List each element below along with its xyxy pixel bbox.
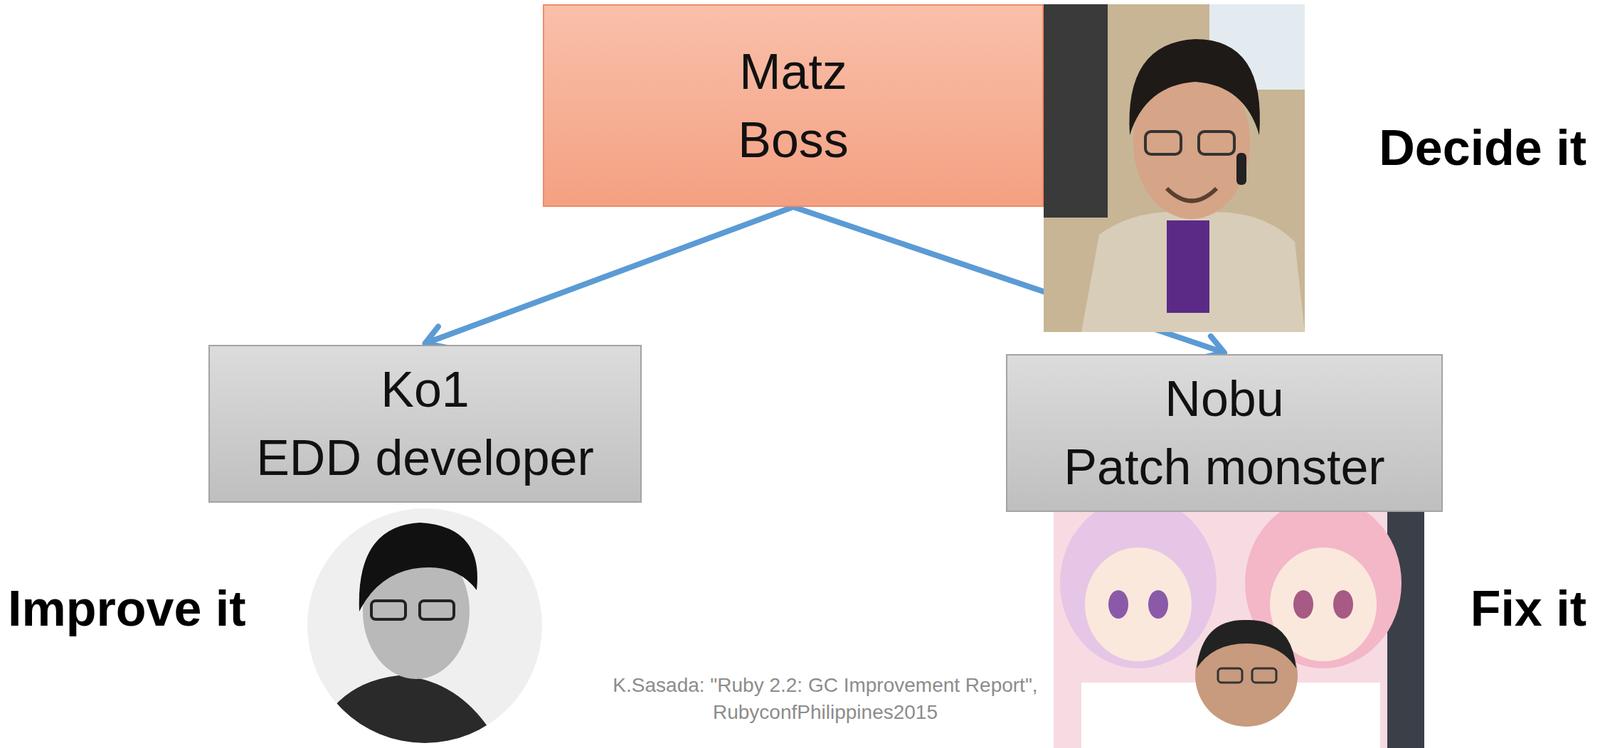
- glasses: [371, 601, 406, 620]
- glasses: [1217, 668, 1243, 683]
- developer-box: Ko1EDD developer: [208, 345, 642, 503]
- anime-hair: [1060, 510, 1217, 669]
- role-text: Boss: [737, 106, 849, 175]
- connector: [425, 207, 794, 348]
- hair: [1196, 620, 1297, 669]
- glasses: [419, 601, 454, 620]
- source-caption: K.Sasada: "Ruby 2.2: GC Improvement Repo…: [604, 672, 1046, 727]
- nobu-photo: [1053, 510, 1425, 748]
- chair: [1043, 4, 1108, 218]
- hair: [359, 522, 478, 612]
- earpiece: [1236, 152, 1247, 185]
- shoulders: [313, 675, 498, 744]
- hair: [1129, 39, 1260, 136]
- connector-line: [425, 207, 794, 344]
- matz-photo: [1043, 4, 1305, 333]
- action-label: Fix it: [1470, 579, 1587, 639]
- action-label: Decide it: [1378, 118, 1587, 178]
- glasses: [1198, 131, 1235, 155]
- photo-ground: [1043, 4, 1305, 333]
- boss-box: MatzBoss: [542, 4, 1044, 208]
- photo-ground: [307, 508, 543, 744]
- anime-eye: [1333, 590, 1354, 619]
- person-name: Ko1: [380, 355, 470, 425]
- glasses: [1145, 131, 1181, 155]
- anime-eye: [1148, 590, 1169, 619]
- anime-eye: [1293, 590, 1314, 619]
- beard: [1166, 188, 1217, 202]
- ko1-photo: [307, 508, 543, 744]
- glasses: [1252, 668, 1277, 683]
- action-label: Improve it: [7, 579, 247, 639]
- person-name: Nobu: [1164, 364, 1284, 434]
- jacket: [1081, 212, 1305, 333]
- anime-face: [1084, 547, 1192, 662]
- role-text: Patch monster: [1063, 433, 1385, 502]
- person-name: Matz: [739, 37, 848, 107]
- developer-box: NobuPatch monster: [1005, 354, 1443, 513]
- role-text: EDD developer: [256, 424, 595, 493]
- shirt: [1166, 220, 1210, 314]
- anime-eye: [1108, 590, 1129, 619]
